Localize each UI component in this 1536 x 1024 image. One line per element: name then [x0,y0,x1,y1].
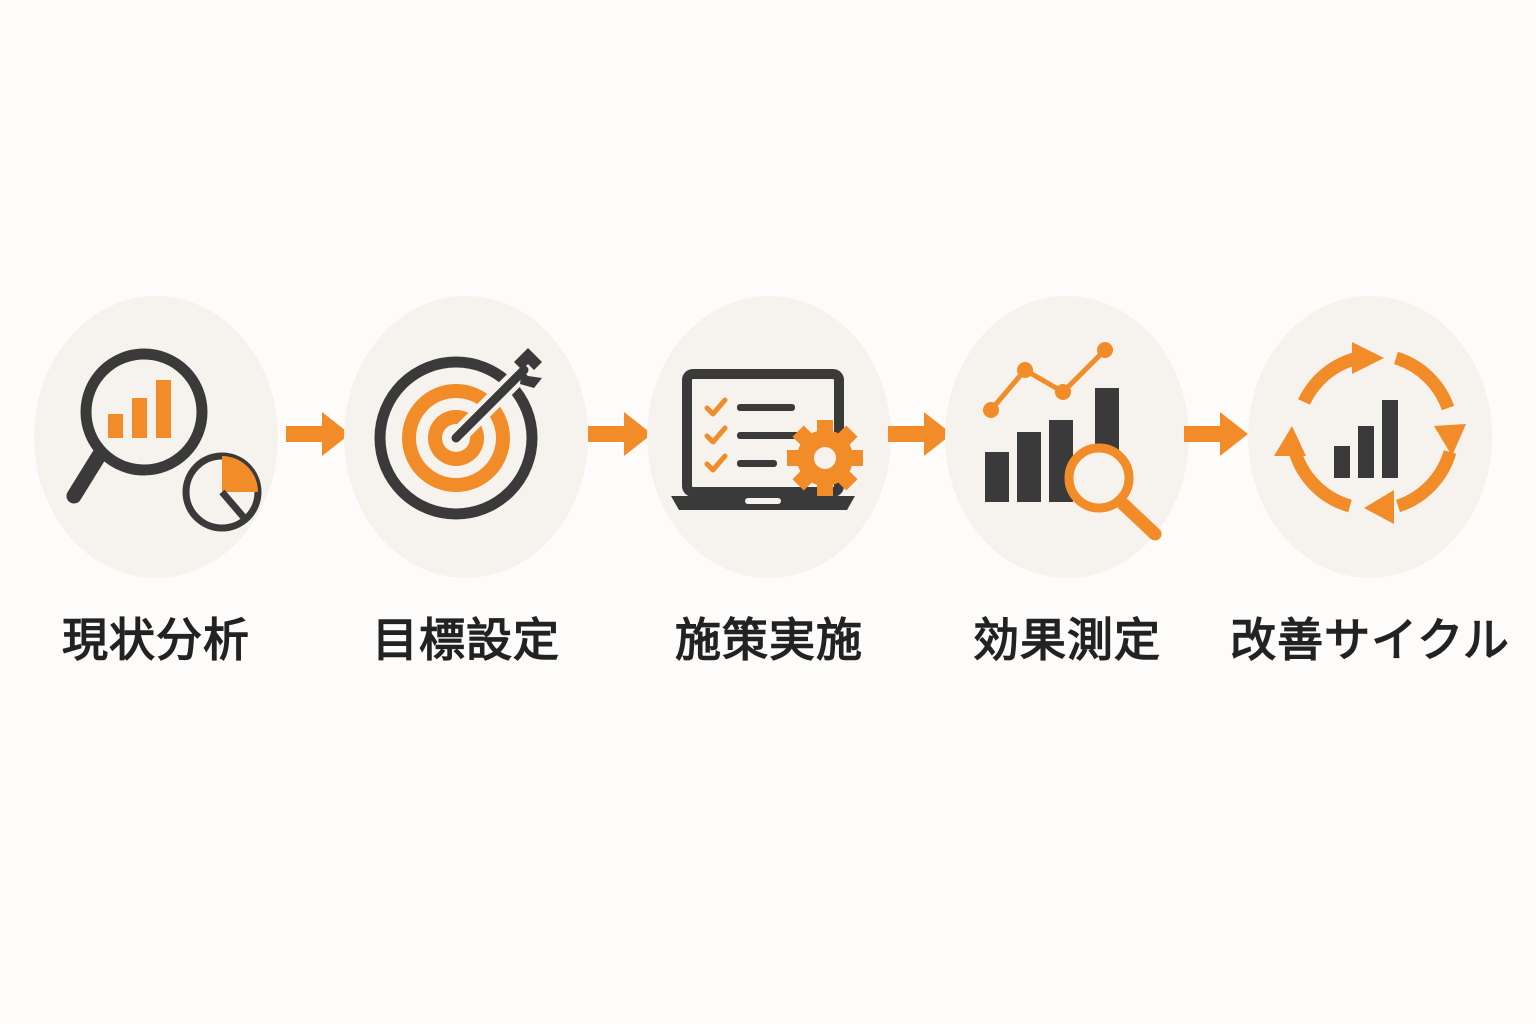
arrow-right-icon [588,412,652,456]
step-label: 施策実施 [675,613,863,667]
target-arrow-icon [374,348,542,520]
step-label: 効果測定 [973,613,1161,667]
arrow-right-icon [1184,412,1248,456]
bar-chart-trend-magnifier-icon [983,342,1162,541]
magnifier-bar-chart-pie-icon [66,348,262,532]
step-label: 改善サイクル [1230,613,1510,667]
laptop-checklist-gear-icon [671,369,863,510]
cycle-arrows-bar-chart-icon [1274,342,1466,524]
step-label: 現状分析 [62,613,250,667]
step-label: 目標設定 [372,613,560,667]
arrow-right-icon [888,412,952,456]
arrow-right-icon [286,412,350,456]
